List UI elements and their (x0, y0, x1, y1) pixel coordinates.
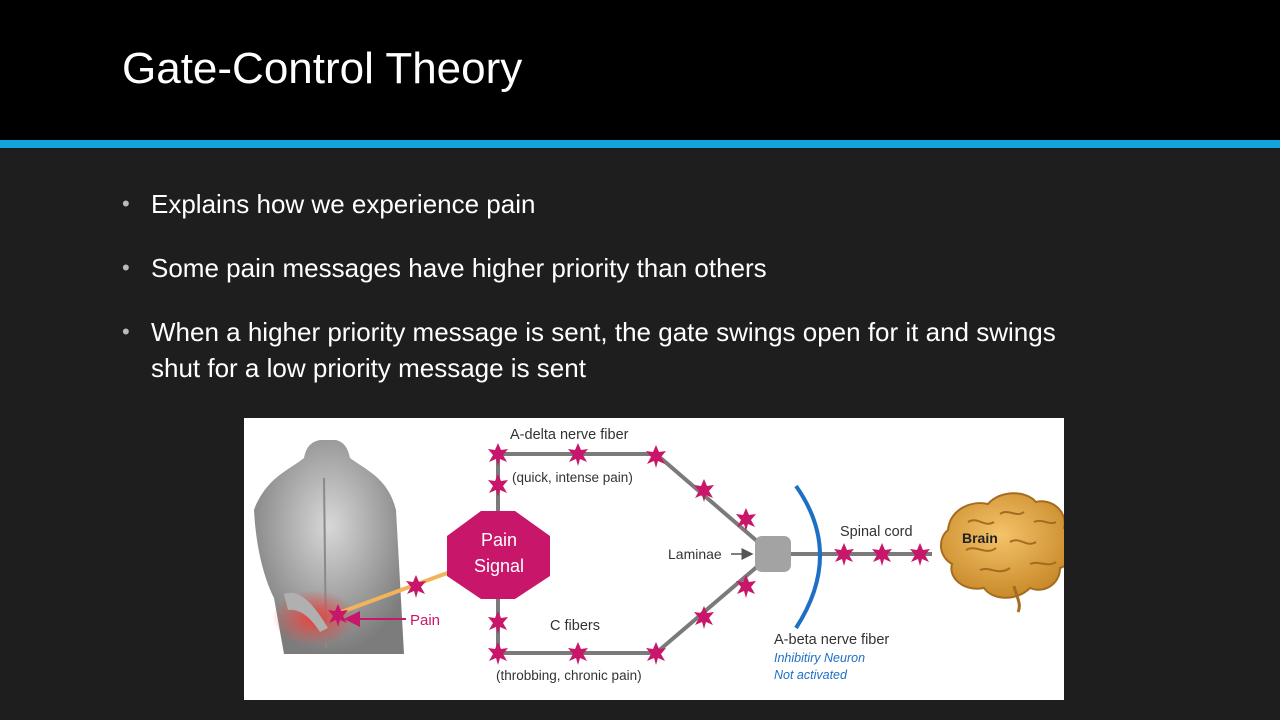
impulse-star-icon (488, 474, 508, 497)
impulse-star-icon (736, 575, 756, 598)
impulse-star-icon (872, 543, 892, 566)
impulse-star-icon (910, 543, 930, 566)
impulse-star-icon (646, 445, 666, 468)
impulse-star-icon (488, 611, 508, 634)
bullet-text: Explains how we experience pain (151, 189, 536, 219)
brain-label: Brain (962, 530, 998, 546)
c-fibers-sub-label: (throbbing, chronic pain) (496, 668, 642, 683)
title-bar (0, 0, 1280, 140)
laminae-gate (755, 536, 791, 572)
nerve-impulse-stars (328, 443, 930, 665)
pain-label: Pain (410, 612, 440, 629)
a-delta-label: A-delta nerve fiber (510, 427, 629, 443)
impulse-star-icon (834, 543, 854, 566)
bullet-dot-icon: • (122, 255, 130, 280)
bullet-list: • Explains how we experience pain • Some… (122, 186, 1102, 414)
impulse-star-icon (694, 479, 714, 502)
sensory-input-line (335, 570, 451, 616)
bullet-dot-icon: • (122, 319, 130, 344)
back-torso-icon (254, 440, 404, 654)
bullet-dot-icon: • (122, 191, 130, 216)
bullet-text: Some pain messages have higher priority … (151, 253, 767, 283)
inhibitory-neuron-arc (794, 484, 822, 630)
bullet-item: • When a higher priority message is sent… (122, 314, 1102, 386)
slide-title: Gate-Control Theory (122, 44, 523, 93)
accent-line (0, 140, 1280, 148)
bullet-item: • Explains how we experience pain (122, 186, 1102, 222)
pain-signal-octagon (447, 511, 550, 599)
diagram-svg: Pain Pain Signal Laminae (254, 427, 1064, 683)
bullet-text: When a higher priority message is sent, … (151, 317, 1056, 383)
impulse-star-icon (488, 443, 508, 466)
spinal-cord-label: Spinal cord (840, 524, 913, 540)
inhibitory-neuron-label: Inhibitiry Neuron (774, 651, 865, 665)
not-activated-label: Not activated (774, 668, 848, 682)
impulse-star-icon (646, 642, 666, 665)
brain-icon (940, 492, 1064, 613)
pain-signal-line1: Pain (481, 530, 517, 550)
c-fibers-label: C fibers (550, 618, 600, 634)
gate-control-diagram: Pain Pain Signal Laminae (244, 418, 1064, 700)
impulse-star-icon (568, 443, 588, 466)
impulse-star-icon (694, 606, 714, 629)
impulse-star-icon (736, 508, 756, 531)
impulse-star-icon (488, 642, 508, 665)
impulse-star-icon (568, 642, 588, 665)
impulse-star-icon (406, 575, 426, 598)
pain-signal-line2: Signal (474, 556, 524, 576)
bullet-item: • Some pain messages have higher priorit… (122, 250, 1102, 286)
impulse-star-icon (328, 604, 348, 627)
laminae-label: Laminae (668, 546, 722, 562)
a-beta-label: A-beta nerve fiber (774, 632, 889, 648)
a-delta-sub-label: (quick, intense pain) (512, 470, 633, 485)
